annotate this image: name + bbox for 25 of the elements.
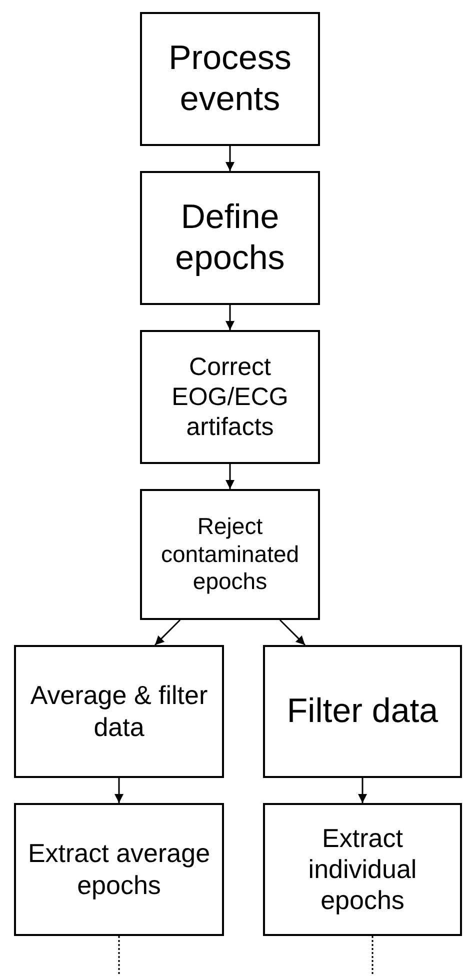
arrow (114, 778, 124, 803)
box-label: Correct EOG/ECG artifacts (170, 352, 290, 442)
box-label: Process events (168, 38, 292, 120)
dotted-line (372, 936, 374, 974)
process-box (14, 645, 224, 778)
box-label: Extract average epochs (26, 838, 212, 901)
process-box (263, 645, 462, 778)
box-label: Filter data (286, 691, 438, 732)
box-label: Define epochs (174, 197, 286, 279)
arrow (226, 305, 234, 330)
process-box (14, 803, 224, 936)
arrow (358, 778, 367, 803)
dotted-line (118, 936, 120, 974)
box-label: Extract individual epochs (307, 822, 418, 916)
process-box (140, 489, 320, 620)
process-box (140, 330, 320, 464)
process-box (263, 803, 462, 936)
box-label: Reject contaminated epochs (160, 513, 300, 596)
arrow (226, 146, 234, 171)
box-label: Average & filter data (29, 680, 209, 743)
arrow (279, 619, 306, 646)
arrow (226, 464, 234, 489)
arrow (154, 619, 181, 646)
process-box (140, 12, 320, 146)
process-box (140, 171, 320, 305)
